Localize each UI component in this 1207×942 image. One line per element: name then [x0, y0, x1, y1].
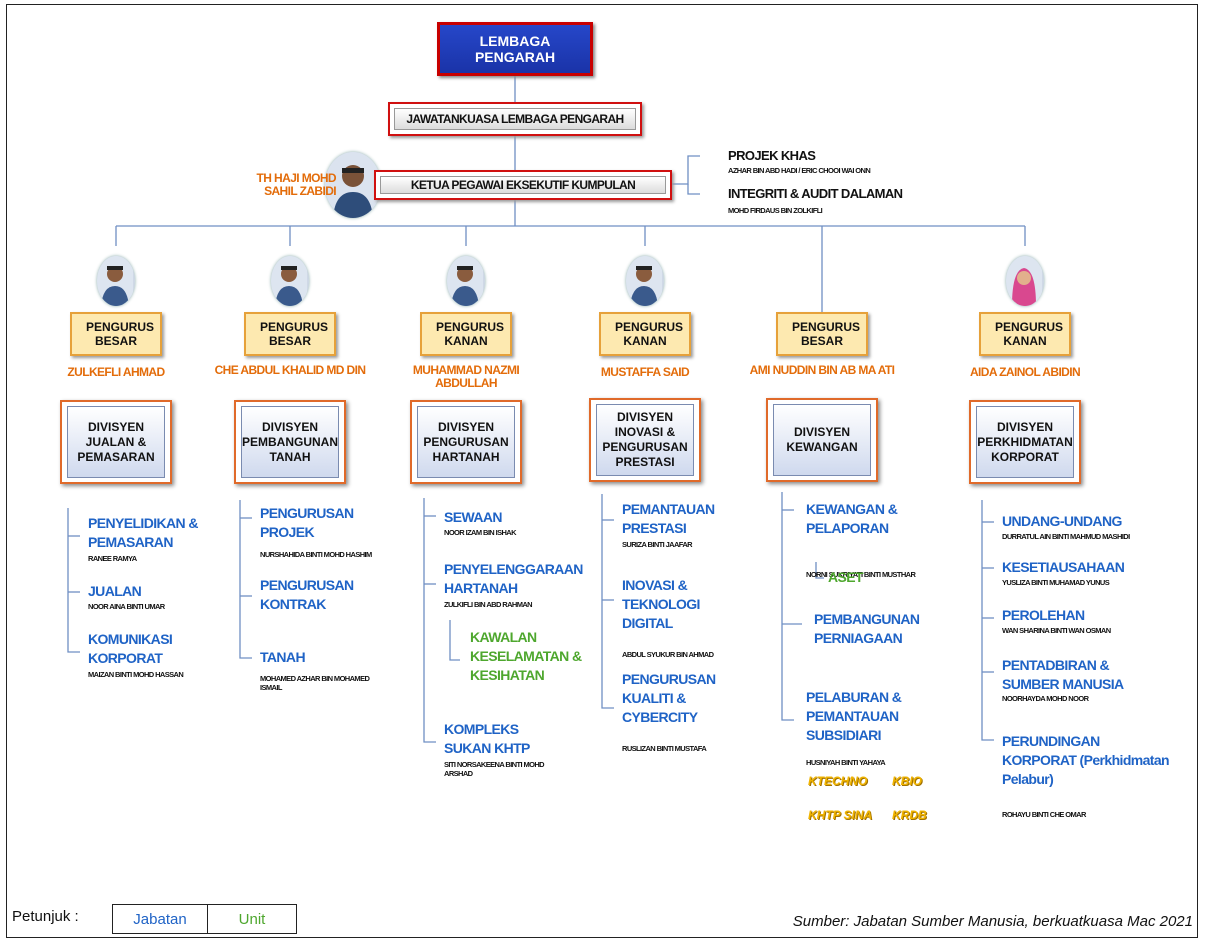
position-box-3: PENGURUS KANAN [420, 312, 512, 356]
position-box-5: PENGURUS BESAR [776, 312, 868, 356]
integrity-audit-name: MOHD FIRDAUS BIN ZOLKIFLI [728, 206, 823, 215]
position-title-5: PENGURUS BESAR [792, 320, 861, 348]
ceo-photo [325, 152, 381, 218]
division-title-6: DIVISYEN PERKHIDMATAN KORPORAT [976, 406, 1074, 478]
unit-label-2-1: PENGURUSAN PROJEK [260, 505, 354, 540]
position-box-2: PENGURUS BESAR [244, 312, 336, 356]
division-box-6: DIVISYEN PERKHIDMATAN KORPORAT [969, 400, 1081, 484]
manager-photo-4 [626, 256, 664, 306]
manager-name-6: AIDA ZAINOL ABIDIN [969, 365, 1081, 379]
unit-label-6-2: KESETIAUSAHAAN [1002, 559, 1125, 575]
position-title-2: PENGURUS BESAR [260, 320, 329, 348]
unit-person-3-3: SITI NORSAKEENA BINTI MOHD ARSHAD [444, 760, 545, 778]
board-of-directors-box: LEMBAGA PENGARAH [437, 22, 593, 76]
manager-name-5: AMI NUDDIN BIN AB MA ATI [749, 363, 895, 377]
ceo-box: KETUA PEGAWAI EKSEKUTIF KUMPULAN [374, 170, 672, 200]
unit-person-4-3: RUSLIZAN BINTI MUSTAFA [622, 744, 707, 753]
unit-person-4-2: ABDUL SYUKUR BIN AHMAD [622, 650, 714, 659]
unit-label-3-1: SEWAAN [444, 509, 502, 525]
legend-label: Petunjuk : [12, 908, 79, 925]
manager-photo-6 [1006, 256, 1044, 306]
unit-green-hartanah: KAWALAN KESELAMATAN & KESIHATAN [470, 629, 582, 683]
unit-person-6-5: ROHAYU BINTI CHE OMAR [1002, 810, 1086, 819]
legend-jabatan: Jabatan [112, 904, 208, 934]
division-title-2: DIVISYEN PEMBANGUNAN TANAH [241, 406, 339, 478]
unit-label-3-3: KOMPLEKS SUKAN KHTP [444, 721, 530, 756]
position-title-3: PENGURUS KANAN [436, 320, 505, 348]
unit-person-1-2: NOOR AINA BINTI UMAR [88, 602, 165, 611]
unit-person-4-1: SURIZA BINTI JAAFAR [622, 540, 693, 549]
unit-label-2-3: TANAH [260, 649, 306, 665]
special-projects-names: AZHAR BIN ABD HADI / ERIC CHOOI WAI ONN [728, 166, 871, 175]
division-title-5: DIVISYEN KEWANGAN [773, 404, 871, 476]
legend-unit: Unit [207, 904, 297, 934]
division-box-1: DIVISYEN JUALAN & PEMASARAN [60, 400, 172, 484]
unit-green-aset: ASET [828, 569, 864, 585]
unit-label-1-1: PENYELIDIKAN & PEMASARAN [88, 515, 198, 550]
division-box-2: DIVISYEN PEMBANGUNAN TANAH [234, 400, 346, 484]
manager-name-3: MUHAMMAD NAZMI ABDULLAH [412, 363, 520, 390]
division-box-5: DIVISYEN KEWANGAN [766, 398, 878, 482]
unit-label-4-2: INOVASI & TEKNOLOGI DIGITAL [622, 577, 700, 631]
unit-label-1-2: JUALAN [88, 583, 142, 599]
division-box-4: DIVISYEN INOVASI & PENGURUSAN PRESTASI [589, 398, 701, 482]
subsidiary-2: KBIO [892, 774, 922, 788]
integrity-audit-label: INTEGRITI & AUDIT DALAMAN [728, 186, 903, 201]
subsidiary-1: KTECHNO [808, 774, 868, 788]
division-title-3: DIVISYEN PENGURUSAN HARTANAH [417, 406, 515, 478]
board-label: LEMBAGA PENGARAH [474, 33, 556, 65]
position-box-4: PENGURUS KANAN [599, 312, 691, 356]
manager-photo-2 [271, 256, 309, 306]
manager-photo-1 [97, 256, 135, 306]
subsidiary-4: KRDB [892, 808, 927, 822]
board-committee-box: JAWATANKUASA LEMBAGA PENGARAH [388, 102, 642, 136]
unit-person-5-3: HUSNIYAH BINTI YAHAYA [806, 758, 886, 767]
unit-person-6-1: DURRATUL AIN BINTI MAHMUD MASHIDI [1002, 532, 1130, 541]
unit-label-2-2: PENGURUSAN KONTRAK [260, 577, 354, 612]
unit-person-2-1: NURSHAHIDA BINTI MOHD HASHIM [260, 550, 372, 559]
unit-label-6-1: UNDANG-UNDANG [1002, 513, 1122, 529]
unit-person-3-2: ZULKIFLI BIN ABD RAHMAN [444, 600, 533, 609]
unit-person-1-1: RANEE RAMYA [88, 554, 137, 563]
special-projects-label: PROJEK KHAS [728, 148, 816, 163]
unit-label-6-5: PERUNDINGAN KORPORAT (Perkhidmatan Pelab… [1002, 733, 1170, 787]
unit-person-3-1: NOOR IZAM BIN ISHAK [444, 528, 517, 537]
manager-photo-3 [447, 256, 485, 306]
division-title-4: DIVISYEN INOVASI & PENGURUSAN PRESTASI [596, 404, 694, 476]
unit-person-2-3: MOHAMED AZHAR BIN MOHAMED ISMAIL [260, 674, 370, 692]
unit-label-4-3: PENGURUSAN KUALITI & CYBERCITY [622, 671, 716, 725]
position-box-6: PENGURUS KANAN [979, 312, 1071, 356]
unit-label-5-2: PEMBANGUNAN PERNIAGAAN [814, 611, 920, 646]
source-note: Sumber: Jabatan Sumber Manusia, berkuatk… [792, 913, 1193, 930]
unit-label-1-3: KOMUNIKASI KORPORAT [88, 631, 173, 666]
board-committee-label: JAWATANKUASA LEMBAGA PENGARAH [394, 108, 636, 130]
unit-person-1-3: MAIZAN BINTI MOHD HASSAN [88, 670, 184, 679]
manager-name-4: MUSTAFFA SAID [600, 365, 690, 379]
unit-label-5-3: PELABURAN & PEMANTAUAN SUBSIDIARI [806, 689, 902, 743]
ceo-title: KETUA PEGAWAI EKSEKUTIF KUMPULAN [380, 176, 666, 194]
chart-frame [6, 4, 1198, 938]
subsidiary-3: KHTP SINA [808, 808, 873, 822]
position-title-1: PENGURUS BESAR [86, 320, 155, 348]
position-box-1: PENGURUS BESAR [70, 312, 162, 356]
unit-person-5-1: NORNI SUKRIYATI BINTI MUSTHAR [806, 570, 916, 579]
unit-person-6-2: YUSLIZA BINTI MUHAMAD YUNUS [1002, 578, 1110, 587]
division-box-3: DIVISYEN PENGURUSAN HARTANAH [410, 400, 522, 484]
position-title-6: PENGURUS KANAN [995, 320, 1064, 348]
unit-person-6-3: WAN SHARINA BINTI WAN OSMAN [1002, 626, 1111, 635]
manager-name-1: ZULKEFLI AHMAD [67, 365, 165, 379]
unit-label-5-1: KEWANGAN & PELAPORAN [806, 501, 898, 536]
unit-person-6-4: NOORHAYDA MOHD NOOR [1002, 694, 1089, 703]
unit-label-6-3: PEROLEHAN [1002, 607, 1085, 623]
unit-label-6-4: PENTADBIRAN & SUMBER MANUSIA [1002, 657, 1124, 692]
unit-label-3-2: PENYELENGGARAAN HARTANAH [444, 561, 583, 596]
unit-label-4-1: PEMANTAUAN PRESTASI [622, 501, 715, 536]
position-title-4: PENGURUS KANAN [615, 320, 684, 348]
division-title-1: DIVISYEN JUALAN & PEMASARAN [67, 406, 165, 478]
manager-name-2: CHE ABDUL KHALID MD DIN [214, 363, 366, 377]
ceo-name: TH HAJI MOHD SAHIL ZABIDI [256, 171, 337, 198]
